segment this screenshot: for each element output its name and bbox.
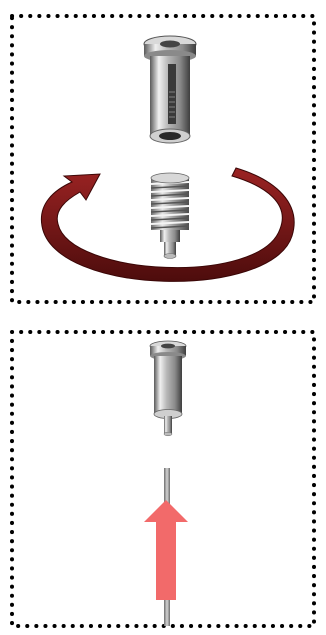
up-arrow-icon — [144, 500, 188, 600]
threaded-pin-part — [151, 173, 189, 259]
step-push-panel — [10, 330, 316, 628]
push-illustration — [10, 330, 316, 628]
assembled-sleeve-part — [150, 341, 186, 436]
twist-illustration — [10, 14, 316, 304]
step-twist-panel — [10, 14, 316, 304]
sleeve-part — [144, 36, 196, 143]
